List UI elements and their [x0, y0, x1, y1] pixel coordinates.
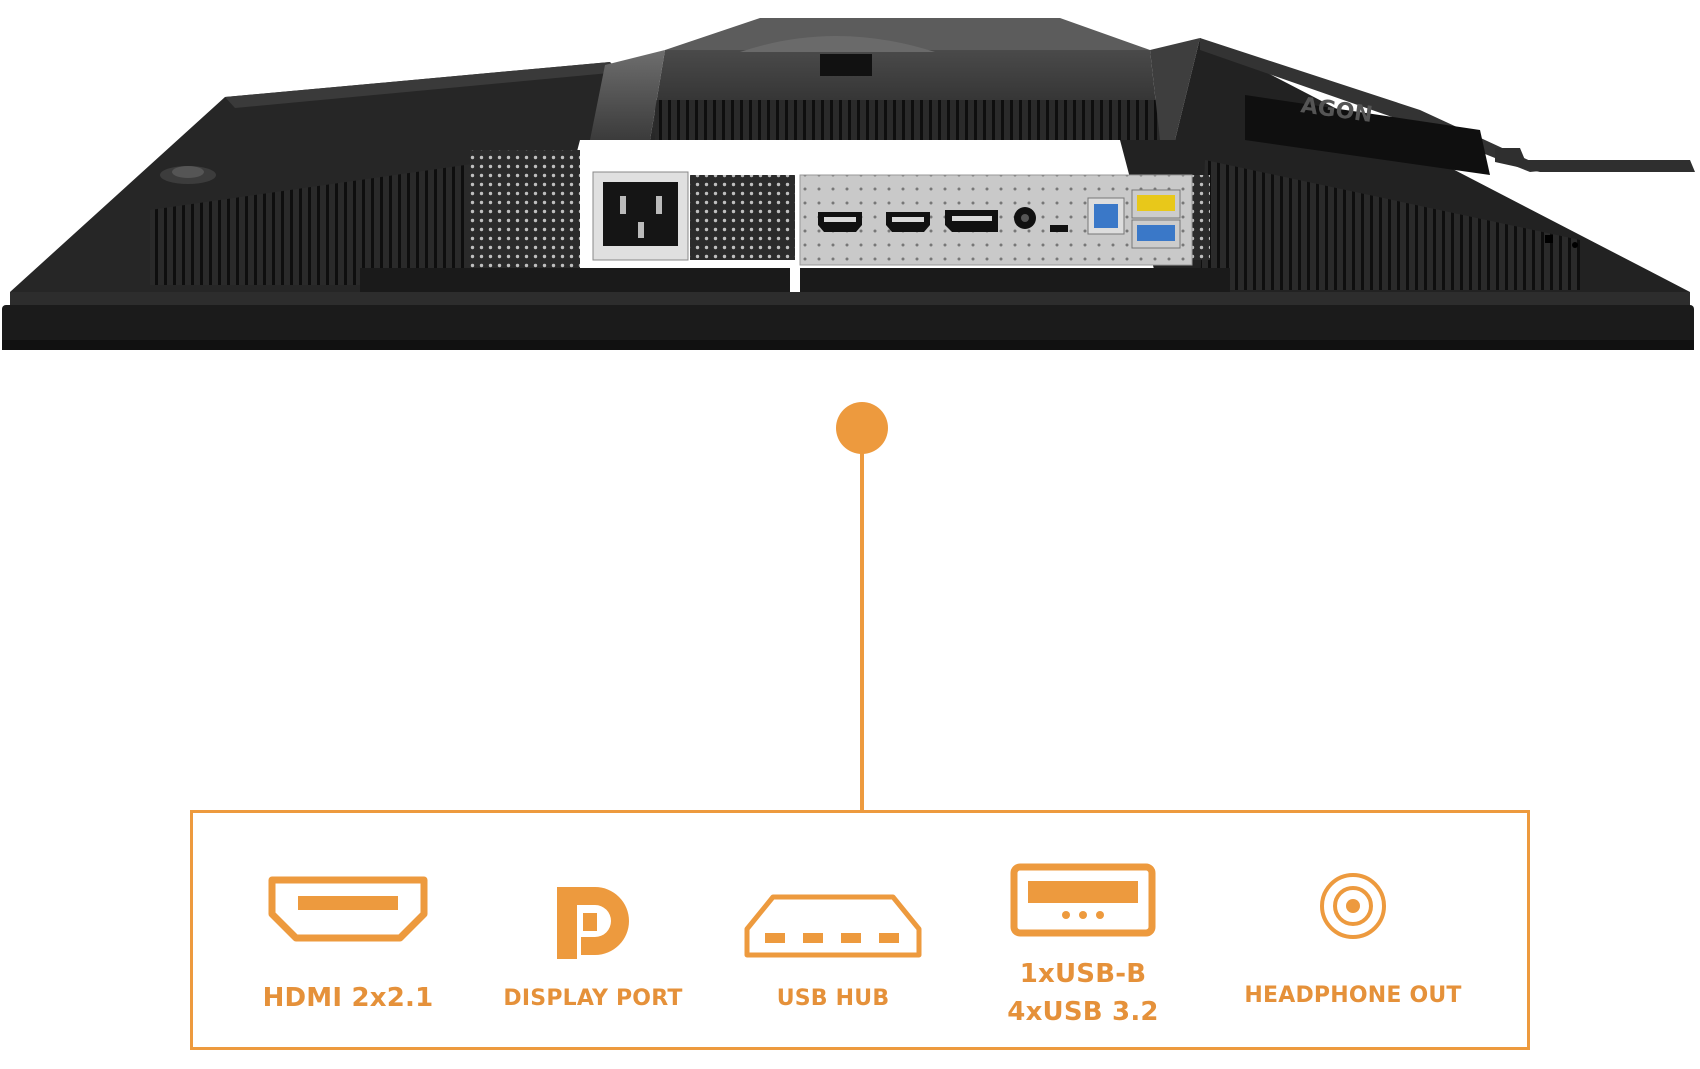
usb-3-2-label: 4xUSB 3.2	[1007, 997, 1159, 1027]
bezel-front	[2, 305, 1694, 350]
callout-line	[860, 428, 864, 812]
port-item-headphone: HEADPHONE OUT	[1233, 813, 1473, 1053]
port-item-displayport: DISPLAY PORT	[493, 813, 693, 1053]
hdmi-icon	[268, 876, 428, 942]
agon-logo-plate	[1245, 95, 1490, 175]
headphone-jack-icon	[1320, 873, 1386, 939]
mini-usb-port	[1050, 225, 1068, 232]
hdmi-label: HDMI 2x2.1	[262, 983, 434, 1013]
monitor-bottom-view: AGON	[2, 18, 1695, 350]
callout-dot	[836, 402, 888, 454]
bezel-bottom	[10, 292, 1690, 305]
ports-legend-box: HDMI 2x2.1 DISPLAY PORT USB HUB 1xUSB	[190, 810, 1530, 1050]
usb-hub-icon	[744, 894, 922, 958]
cable-clip	[1495, 148, 1695, 172]
usb-port-icon	[1010, 863, 1156, 937]
port-item-usb: 1xUSB-B 4xUSB 3.2	[983, 813, 1183, 1053]
displayport-icon	[557, 887, 629, 959]
displayport-label: DISPLAY PORT	[503, 986, 683, 1011]
usb-label: 1xUSB-B 4xUSB 3.2	[983, 955, 1183, 1031]
port-item-usb-hub: USB HUB	[738, 813, 928, 1053]
usb-b-label: 1xUSB-B	[1019, 959, 1147, 989]
usb-hub-label: USB HUB	[776, 986, 890, 1011]
port-item-hdmi: HDMI 2x2.1	[253, 813, 443, 1053]
headphone-label: HEADPHONE OUT	[1244, 983, 1462, 1008]
kensington-lock-slot	[1545, 235, 1553, 243]
